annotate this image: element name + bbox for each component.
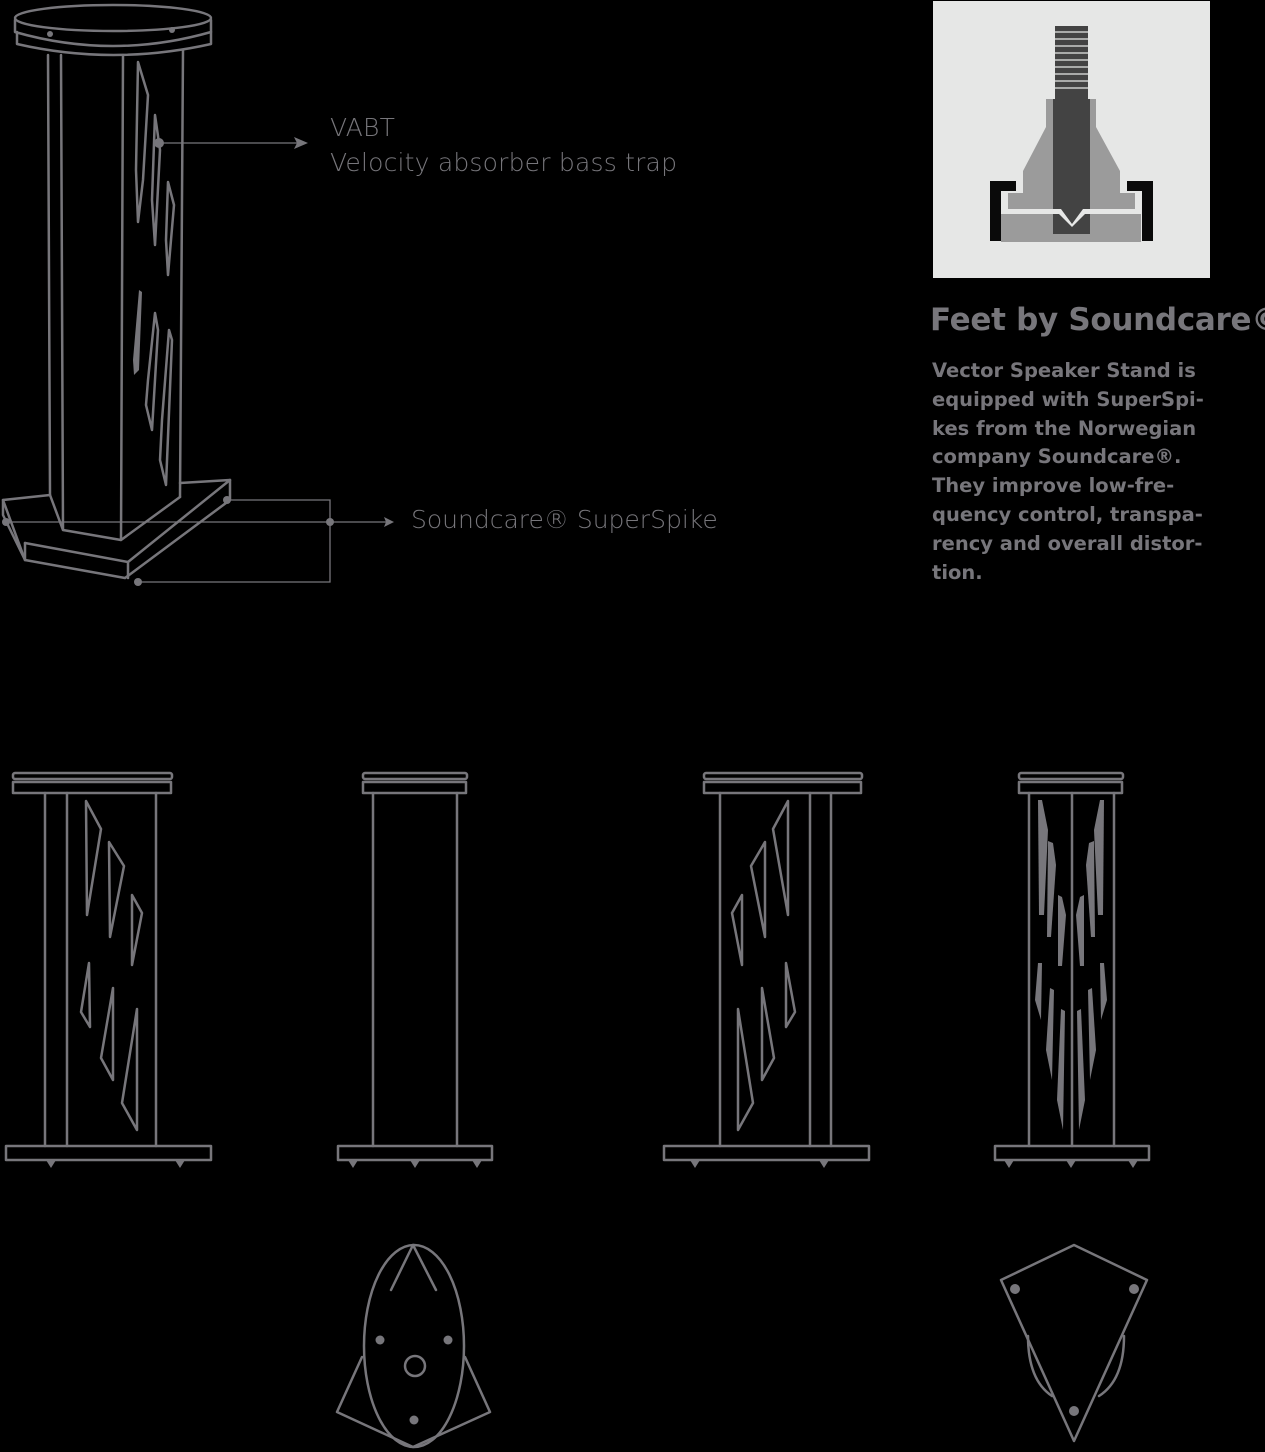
vabt-acronym: VABT bbox=[330, 113, 396, 142]
superspike-callout: Soundcare® SuperSpike bbox=[411, 505, 718, 534]
top-view bbox=[335, 1243, 492, 1449]
description-line: equipped with SuperSpi- bbox=[932, 387, 1204, 411]
superspike-illustration bbox=[933, 1, 1210, 278]
description-line: kes from the Norwegian bbox=[932, 416, 1197, 440]
side-view-right bbox=[662, 771, 871, 1168]
description-line: Vector Speaker Stand is bbox=[932, 359, 1196, 382]
spike-cross-section-icon bbox=[990, 26, 1153, 242]
description-line: They improve low-fre- bbox=[932, 474, 1175, 498]
side-view-left bbox=[4, 771, 213, 1168]
description-line: tion. bbox=[932, 560, 983, 584]
vabt-callout: VABT Velocity absorber bass trap bbox=[330, 110, 677, 180]
front-view bbox=[336, 771, 494, 1168]
rear-view bbox=[993, 771, 1151, 1168]
description-line: quency control, transpa- bbox=[932, 502, 1203, 526]
bottom-view bbox=[999, 1243, 1149, 1443]
feet-title: Feet by Soundcare© bbox=[930, 302, 1265, 338]
description-line: rency and overall distor- bbox=[932, 531, 1203, 555]
perspective-view-drawing bbox=[1, 3, 394, 586]
vabt-full-name: Velocity absorber bass trap bbox=[330, 148, 678, 177]
description-line: company Soundcare®. bbox=[932, 445, 1182, 469]
feet-description: Vector Speaker Stand is equipped with Su… bbox=[932, 357, 1232, 587]
